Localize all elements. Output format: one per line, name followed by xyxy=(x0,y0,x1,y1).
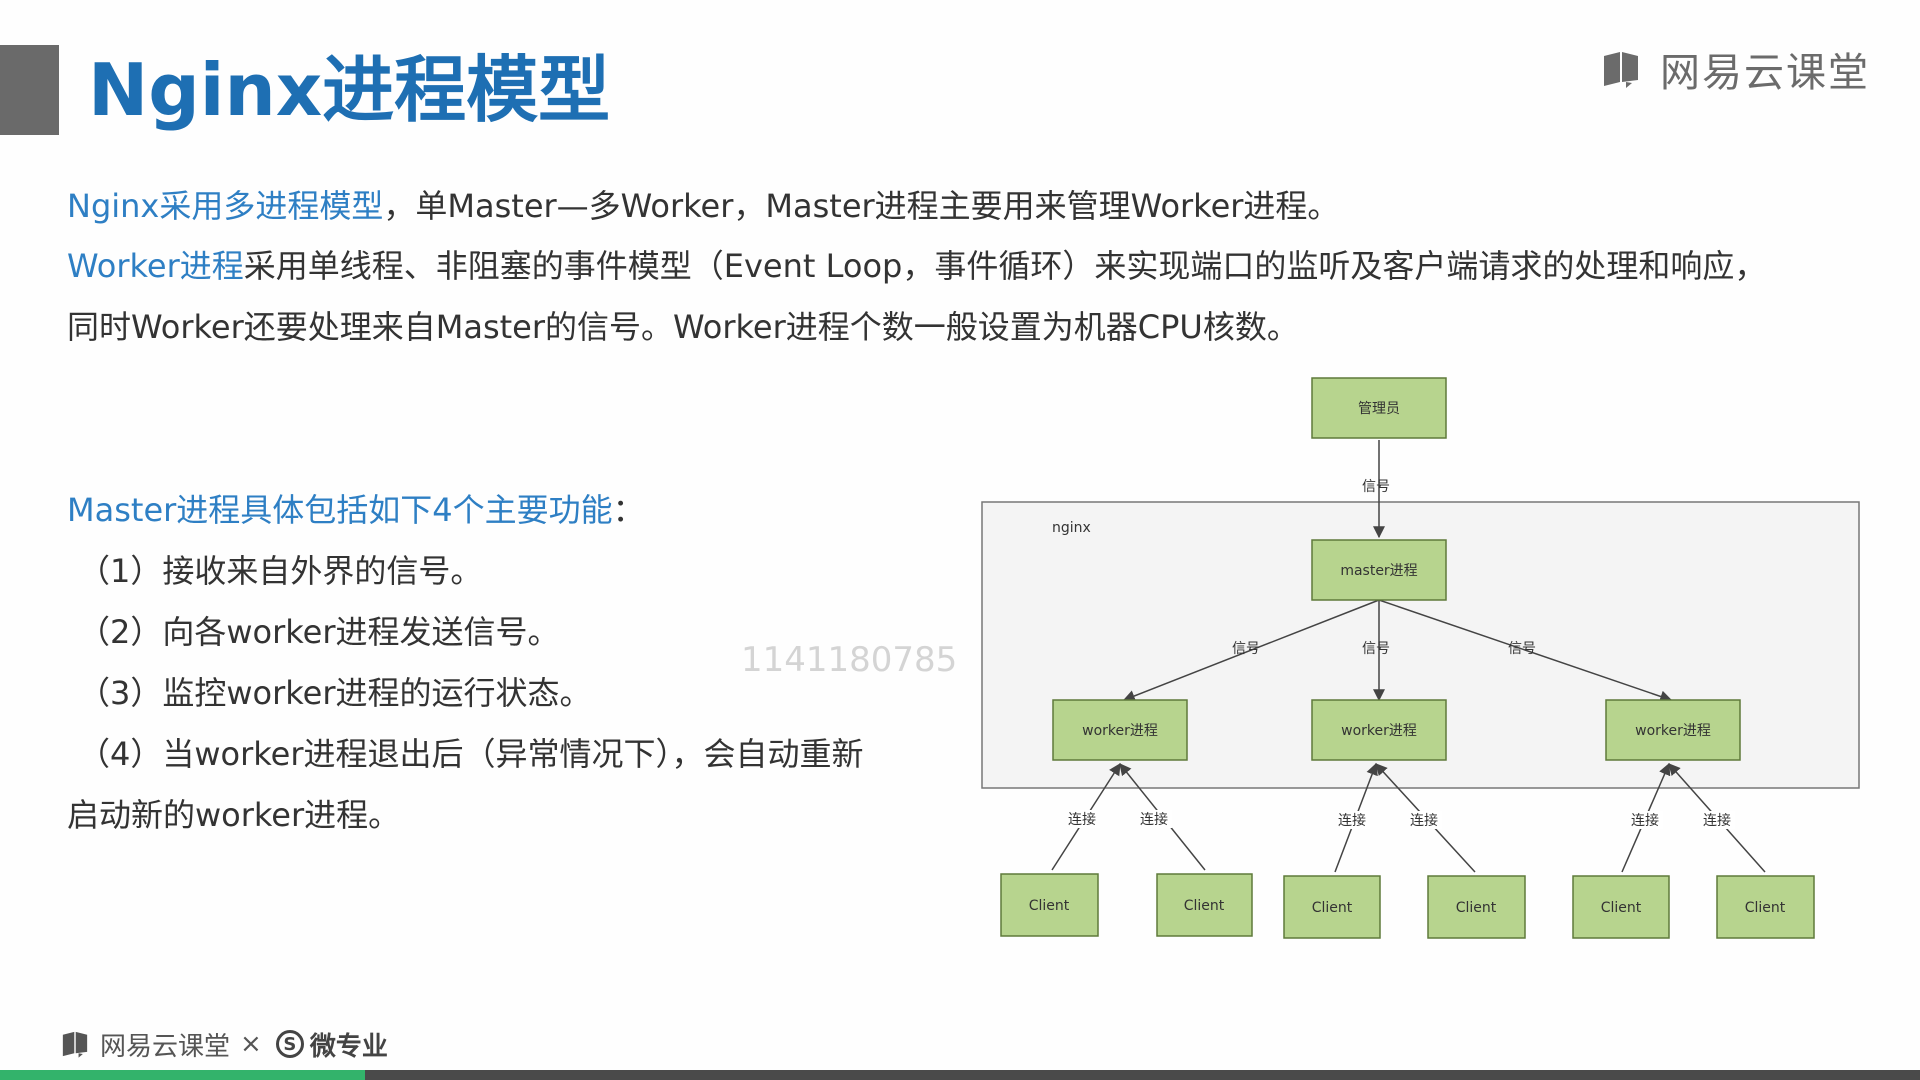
connect-label-1: 连接 xyxy=(1068,811,1096,828)
client-node-5-label: Client xyxy=(1601,900,1642,916)
footer-partner: 微专业 xyxy=(309,1031,388,1062)
intro-line-1: Nginx采用多进程模型，单Master—多Worker，Master进程主要用… xyxy=(67,184,1339,228)
signal-label-1: 信号 xyxy=(1232,641,1260,657)
worker-node-3 xyxy=(1605,699,1741,761)
worker-node-1 xyxy=(1052,699,1188,761)
master-functions-heading-colon: ： xyxy=(612,491,645,529)
client-node-6-label: Client xyxy=(1745,900,1786,916)
master-to-worker-1-edge xyxy=(1122,599,1380,702)
client-node-1 xyxy=(1000,873,1099,937)
video-progress-fill xyxy=(0,1070,365,1080)
client-node-5 xyxy=(1572,875,1670,939)
function-item-3: （3）监控worker进程的运行状态。 xyxy=(78,674,592,712)
client-node-2 xyxy=(1156,873,1253,937)
client-node-3 xyxy=(1283,875,1381,939)
admin-node xyxy=(1311,377,1447,439)
master-functions-heading-highlight: Master进程具体包括如下4个主要功能 xyxy=(67,491,613,529)
master-node-label: master进程 xyxy=(1340,563,1417,579)
admin-node-label: 管理员 xyxy=(1358,401,1400,417)
footer-brand: 网易云课堂 xyxy=(100,1031,231,1062)
footer-times: × xyxy=(240,1029,262,1059)
intro-line-2-highlight: Worker进程 xyxy=(67,247,244,285)
connect-label-bg-4 xyxy=(1412,811,1442,829)
connect-label-2: 连接 xyxy=(1140,811,1168,828)
connect-label-bg-2 xyxy=(1142,810,1172,828)
function-item-4: （4）当worker进程退出后（异常情况下），会自动重新 xyxy=(78,735,864,773)
worker-node-1-label: worker进程 xyxy=(1082,723,1158,739)
connect-label-6: 连接 xyxy=(1703,812,1731,829)
function-item-4-continuation: 启动新的worker进程。 xyxy=(67,796,401,834)
connect-label-bg-3 xyxy=(1340,811,1370,829)
title-accent-bar xyxy=(0,45,59,135)
signal-label-2: 信号 xyxy=(1362,641,1390,657)
admin-signal-label: 信号 xyxy=(1362,479,1390,495)
footer-branding: 网易云课堂 × S 微专业 xyxy=(60,1026,388,1062)
master-to-worker-3-edge xyxy=(1378,599,1673,703)
intro-line-2: Worker进程采用单线程、非阻塞的事件模型（Event Loop，事件循环）来… xyxy=(67,244,1766,288)
intro-line-1-highlight: Nginx采用多进程模型 xyxy=(67,187,384,225)
nginx-process-diagram: nginx 信号 信号 信号 信号 连接 连接 连接 连接 连接 连接 管理员 … xyxy=(981,377,1860,939)
nginx-container-label: nginx xyxy=(1052,520,1091,536)
connect-label-5: 连接 xyxy=(1631,812,1659,829)
netease-logo: 网易云课堂 xyxy=(1600,44,1870,96)
client-node-1-label: Client xyxy=(1029,898,1070,914)
book-icon xyxy=(1604,52,1638,88)
client-node-3-label: Client xyxy=(1312,900,1353,916)
master-functions-heading: Master进程具体包括如下4个主要功能： xyxy=(67,488,645,532)
connect-label-4: 连接 xyxy=(1410,812,1438,829)
connect-label-bg-5 xyxy=(1633,811,1663,829)
client-node-4-label: Client xyxy=(1456,900,1497,916)
connect-label-bg-6 xyxy=(1705,811,1735,829)
client-node-6 xyxy=(1716,875,1815,939)
intro-line-3: 同时Worker还要处理来自Master的信号。Worker进程个数一般设置为机… xyxy=(67,308,1299,346)
worker-node-2 xyxy=(1311,699,1447,761)
worker-node-3-label: worker进程 xyxy=(1635,723,1711,739)
connect-label-3: 连接 xyxy=(1338,812,1366,829)
brand-name: 网易云课堂 xyxy=(1660,50,1870,96)
connect-label-bg-1 xyxy=(1070,810,1100,828)
footer-book-icon xyxy=(62,1031,88,1058)
video-progress-bar[interactable] xyxy=(0,1070,1920,1080)
client-node-4 xyxy=(1427,875,1526,939)
worker-node-2-label: worker进程 xyxy=(1341,723,1417,739)
function-item-1: （1）接收来自外界的信号。 xyxy=(78,552,483,590)
intro-line-1-text: ，单Master—多Worker，Master进程主要用来管理Worker进程。 xyxy=(383,187,1340,225)
signal-label-3: 信号 xyxy=(1508,641,1536,657)
watermark-id: 1141180785 xyxy=(741,640,958,680)
master-node xyxy=(1311,539,1447,601)
intro-line-2-text: 采用单线程、非阻塞的事件模型（Event Loop，事件循环）来实现端口的监听及… xyxy=(243,247,1767,285)
slide-title: Nginx进程模型 xyxy=(88,48,611,132)
client-node-2-label: Client xyxy=(1184,898,1225,914)
function-item-2: （2）向各worker进程发送信号。 xyxy=(78,613,560,651)
footer-s-icon: S xyxy=(275,1030,304,1058)
